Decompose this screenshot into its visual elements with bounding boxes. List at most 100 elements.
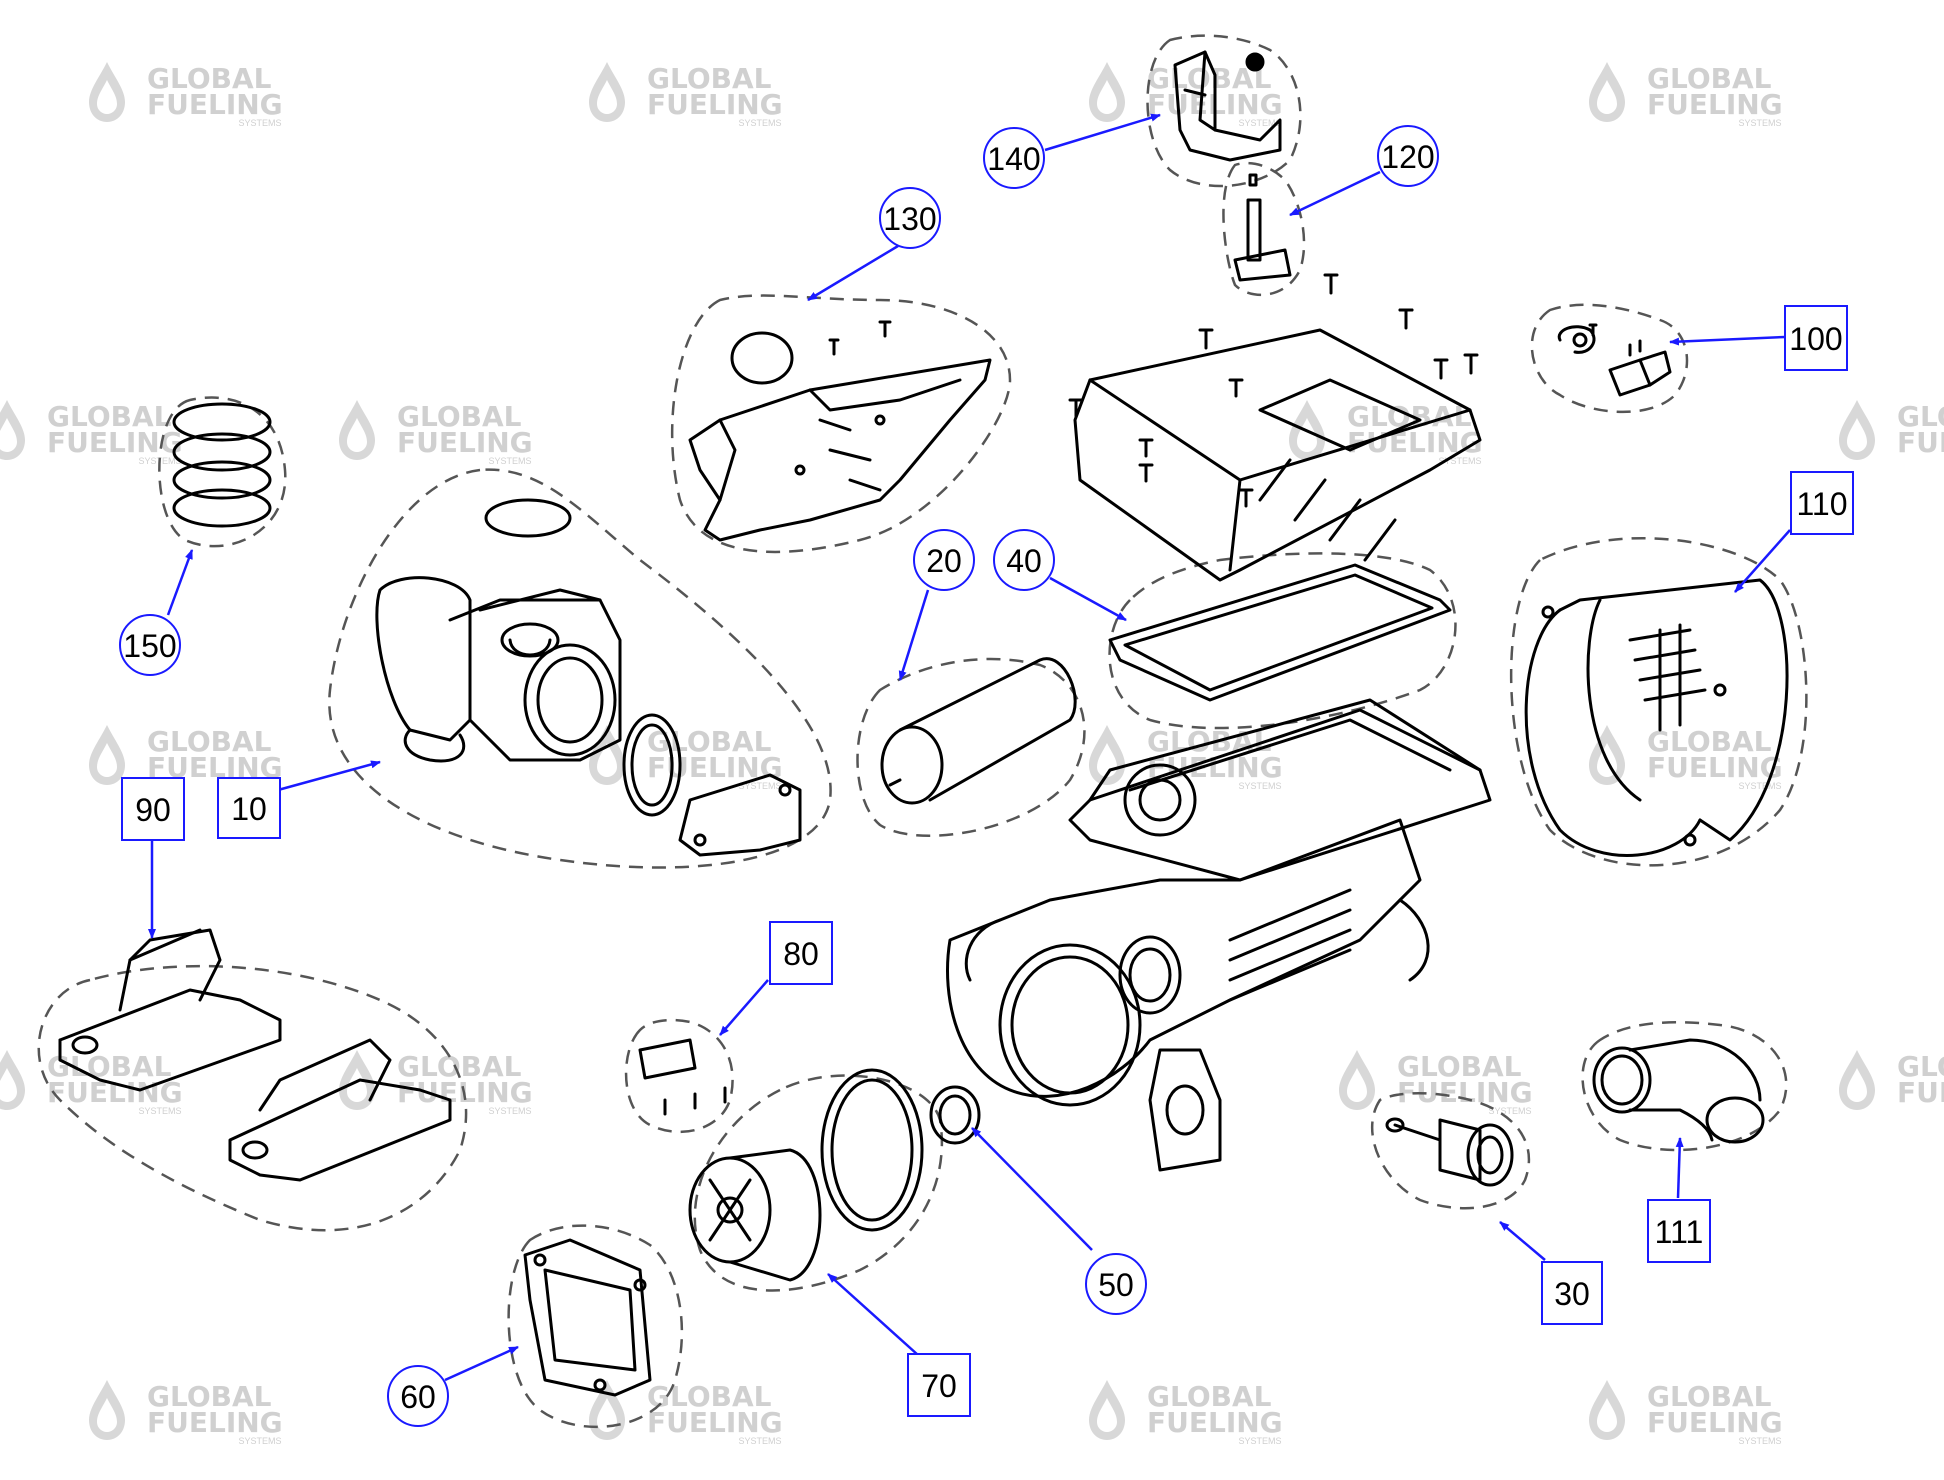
callout-label-120: 120 [1381, 139, 1434, 175]
callout-100[interactable]: 100 [1784, 305, 1848, 371]
leader-150 [166, 549, 194, 616]
drop-icon [89, 1380, 125, 1440]
callout-80[interactable]: 80 [769, 921, 833, 985]
callout-120[interactable]: 120 [1377, 125, 1439, 187]
callout-50[interactable]: 50 [1085, 1253, 1147, 1315]
group-outline-110 [1509, 537, 1808, 867]
callout-label-60: 60 [400, 1379, 436, 1415]
group-outline-20 [856, 657, 1086, 837]
callout-70[interactable]: 70 [907, 1353, 971, 1417]
terminal-cover [1068, 273, 1482, 582]
callout-label-130: 130 [883, 201, 936, 237]
callout-label-110: 110 [1796, 486, 1847, 522]
group-outline-111 [1581, 1020, 1788, 1152]
callout-label-80: 80 [783, 936, 819, 972]
drop-icon [89, 62, 125, 122]
watermark-line2: FUELING [1647, 88, 1783, 121]
capacitor-20 [880, 657, 1077, 805]
callout-label-150: 150 [123, 628, 176, 664]
valve-30 [1385, 1117, 1514, 1187]
callout-30[interactable]: 30 [1541, 1261, 1603, 1325]
leader-arrows [148, 113, 1791, 1382]
watermark-line3: SYSTEMS [488, 1106, 531, 1116]
watermark-line2: FUELING [1147, 1406, 1283, 1439]
callout-90[interactable]: 90 [121, 777, 185, 841]
callout-label-70: 70 [921, 1368, 957, 1404]
watermark-line2: FUELING [47, 426, 183, 459]
group-outline-150 [158, 396, 287, 548]
callout-labels: 140 120 130 150 20 40 50 60 [119, 125, 1854, 1427]
callout-111[interactable]: 111 [1647, 1199, 1711, 1263]
front-cover-60 [523, 1238, 652, 1397]
watermark-line3: SYSTEMS [1238, 781, 1281, 791]
callout-label-20: 20 [926, 543, 962, 579]
watermark-line1: GLOBAL [1897, 1050, 1944, 1083]
drop-icon [1839, 1050, 1875, 1110]
leader-40 [1049, 576, 1127, 622]
callout-60[interactable]: 60 [387, 1365, 449, 1427]
watermark-line1: GLOBAL [147, 62, 272, 95]
watermark-line1: GLOBAL [1397, 1050, 1522, 1083]
group-outline-100 [1530, 303, 1689, 414]
group-outline-90 [37, 964, 468, 1232]
elbow-111 [1592, 1038, 1765, 1144]
watermark-line2: FUELING [647, 1406, 783, 1439]
leader-110 [1734, 529, 1791, 593]
watermark-line2: FUELING [1897, 426, 1944, 459]
o-ring-set-150 [172, 402, 272, 528]
drop-icon [339, 400, 375, 460]
callout-140[interactable]: 140 [983, 127, 1045, 189]
gasket-40 [1108, 563, 1452, 702]
watermark-layer: GLOBALFUELINGSYSTEMSGLOBALFUELINGSYSTEMS… [0, 62, 1944, 1446]
watermark-line3: SYSTEMS [738, 1436, 781, 1446]
watermark-line3: SYSTEMS [1738, 781, 1781, 791]
watermark-line2: FUELING [147, 1406, 283, 1439]
leader-50 [971, 1127, 1093, 1251]
leader-80 [719, 979, 769, 1036]
watermark-line2: FUELING [1647, 1406, 1783, 1439]
group-outline-140 [1146, 34, 1302, 188]
watermark-line1: GLOBAL [397, 400, 522, 433]
switch-parts-100 [1557, 323, 1672, 397]
callout-150[interactable]: 150 [119, 614, 181, 676]
watermark-line2: FUELING [647, 88, 783, 121]
callout-110[interactable]: 110 [1790, 471, 1854, 535]
leader-70 [827, 1273, 919, 1356]
drop-icon [589, 62, 625, 122]
watermark-line2: FUELING [147, 88, 283, 121]
drop-icon [1339, 1050, 1375, 1110]
watermark-line3: SYSTEMS [1238, 118, 1281, 128]
bracket-140 [1173, 50, 1282, 162]
callout-label-140: 140 [987, 141, 1040, 177]
callout-10[interactable]: 10 [217, 777, 281, 839]
callout-label-100: 100 [1789, 321, 1842, 357]
callout-40[interactable]: 40 [993, 529, 1055, 591]
inlet-housing-10 [375, 498, 802, 857]
drop-icon [1089, 62, 1125, 122]
group-outline-10 [328, 468, 832, 869]
leader-140 [1044, 113, 1161, 152]
watermark-line1: GLOBAL [1647, 725, 1772, 758]
rotor-oring-70 [688, 1068, 924, 1282]
watermark-line3: SYSTEMS [738, 781, 781, 791]
watermark-line3: SYSTEMS [738, 118, 781, 128]
callout-20[interactable]: 20 [913, 529, 975, 591]
drop-icon [0, 400, 25, 460]
watermark-line1: GLOBAL [47, 1050, 172, 1083]
callout-label-90: 90 [135, 792, 171, 828]
leader-100 [1669, 335, 1786, 346]
watermark-line3: SYSTEMS [138, 1106, 181, 1116]
watermark-line3: SYSTEMS [1738, 1436, 1781, 1446]
callout-130[interactable]: 130 [879, 187, 941, 249]
watermark-line3: SYSTEMS [1738, 118, 1781, 128]
leader-30 [1499, 1221, 1546, 1261]
